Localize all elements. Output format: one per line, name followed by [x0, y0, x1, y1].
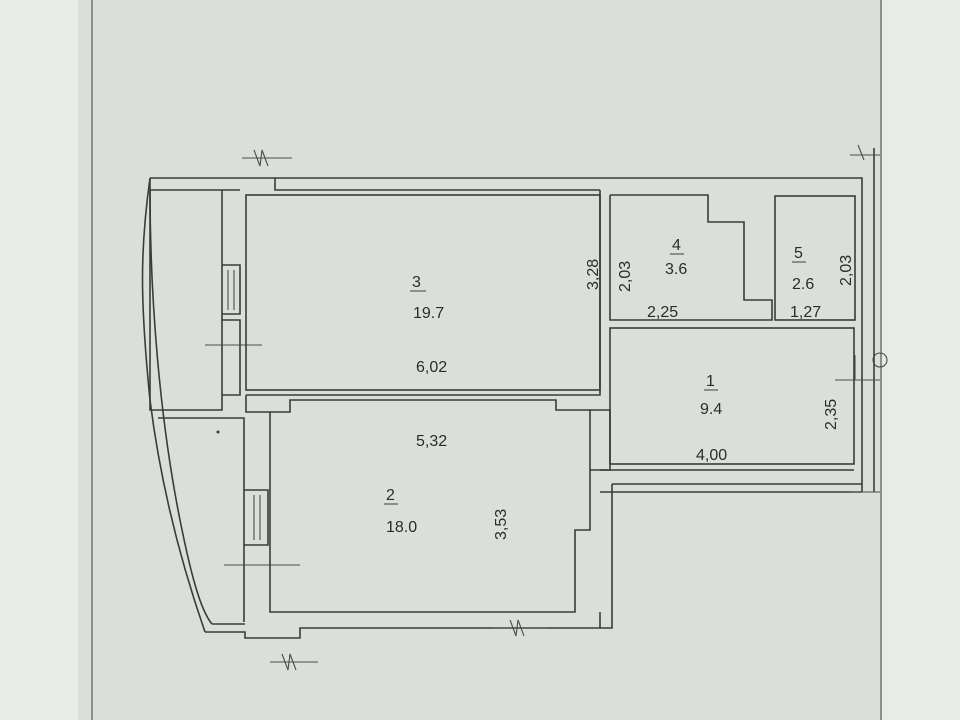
room-area: 3.6 — [665, 261, 687, 278]
dimension-label: 1,27 — [790, 304, 821, 321]
room-1-outline — [609, 327, 855, 465]
paper-sheet — [78, 0, 882, 720]
wall-break-marks — [242, 144, 880, 671]
dimension-label: 2,03 — [617, 261, 634, 292]
dimension-label: 2,35 — [823, 399, 840, 430]
dimension-label: 2,25 — [647, 304, 678, 321]
room-number: 4 — [672, 237, 681, 254]
dimension-label: 2,03 — [838, 255, 855, 286]
room-4-outline — [609, 194, 773, 321]
room-area: 18.0 — [386, 519, 417, 536]
room-number: 1 — [706, 373, 715, 390]
room-number: 2 — [386, 487, 395, 504]
dimension-label: 3,53 — [493, 509, 510, 540]
room-area: 9.4 — [700, 401, 722, 418]
balcony — [149, 190, 300, 622]
dimension-label: 5,32 — [416, 433, 447, 450]
partitions — [245, 190, 888, 471]
room-5-outline — [774, 195, 856, 321]
dimension-label: 3,28 — [585, 259, 602, 290]
room-number: 5 — [794, 245, 803, 262]
dimension-label: 6,02 — [416, 359, 447, 376]
outer-walls — [141, 148, 875, 639]
room-area: 19.7 — [413, 305, 444, 322]
room-number: 3 — [412, 274, 421, 291]
room-area: 2.6 — [792, 276, 814, 293]
dimension-label: 4,00 — [696, 447, 727, 464]
room-2-outline — [269, 399, 591, 613]
